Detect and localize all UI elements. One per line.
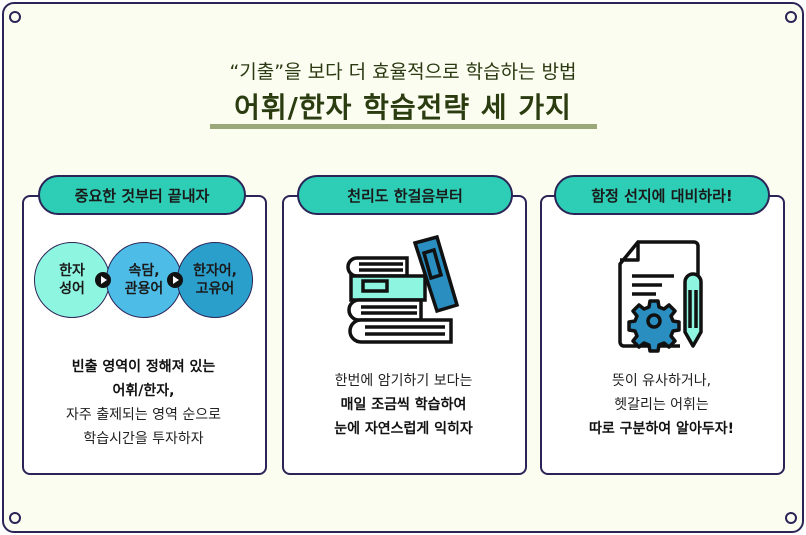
desc-line: 뜻이 유사하거나, (611, 373, 712, 389)
card-priority (22, 195, 267, 475)
desc-line: 따로 구분하여 알아두자! (589, 421, 734, 437)
card-description: 뜻이 유사하거나, 헷갈리는 어휘는 따로 구분하여 알아두자! (541, 369, 782, 441)
desc-line: 한번에 암기하기 보다는 (334, 373, 473, 389)
desc-line: 눈에 자연스럽게 익히자 (334, 421, 473, 437)
card-label: 천리도 한걸음부터 (297, 175, 513, 215)
desc-line: 자주 출제되는 영역 순으로 (65, 407, 222, 423)
card-label: 중요한 것부터 끝내자 (38, 175, 246, 215)
card-description: 빈출 영역이 정해져 있는 어휘/한자, 자주 출제되는 영역 순으로 학습시간… (23, 355, 264, 451)
desc-line: 매일 조금씩 학습하여 (340, 397, 467, 413)
corner-ring-icon (9, 512, 21, 524)
corner-ring-icon (9, 11, 21, 23)
circle-words: 한자어, 고유어 (177, 242, 253, 318)
document-gear-pencil-icon (618, 240, 703, 353)
corner-ring-icon (785, 11, 797, 23)
play-arrow-icon (167, 272, 183, 288)
desc-line: 헷갈리는 어휘는 (614, 397, 709, 413)
desc-line: 어휘/한자, (112, 383, 175, 399)
card-label: 함정 선지에 대비하라! (554, 175, 770, 215)
books-icon (346, 235, 460, 344)
page-title: 어휘/한자 학습전략 세 가지 (234, 91, 572, 124)
play-arrow-icon (95, 272, 111, 288)
title-underline (210, 124, 597, 129)
desc-line: 빈출 영역이 정해져 있는 (71, 359, 216, 375)
card-description: 한번에 암기하기 보다는 매일 조금씩 학습하여 눈에 자연스럽게 익히자 (283, 369, 524, 441)
desc-line: 학습시간을 투자하자 (83, 431, 204, 447)
corner-ring-icon (785, 512, 797, 524)
subtitle: “기출”을 보다 더 효율적으로 학습하는 방법 (229, 61, 577, 83)
